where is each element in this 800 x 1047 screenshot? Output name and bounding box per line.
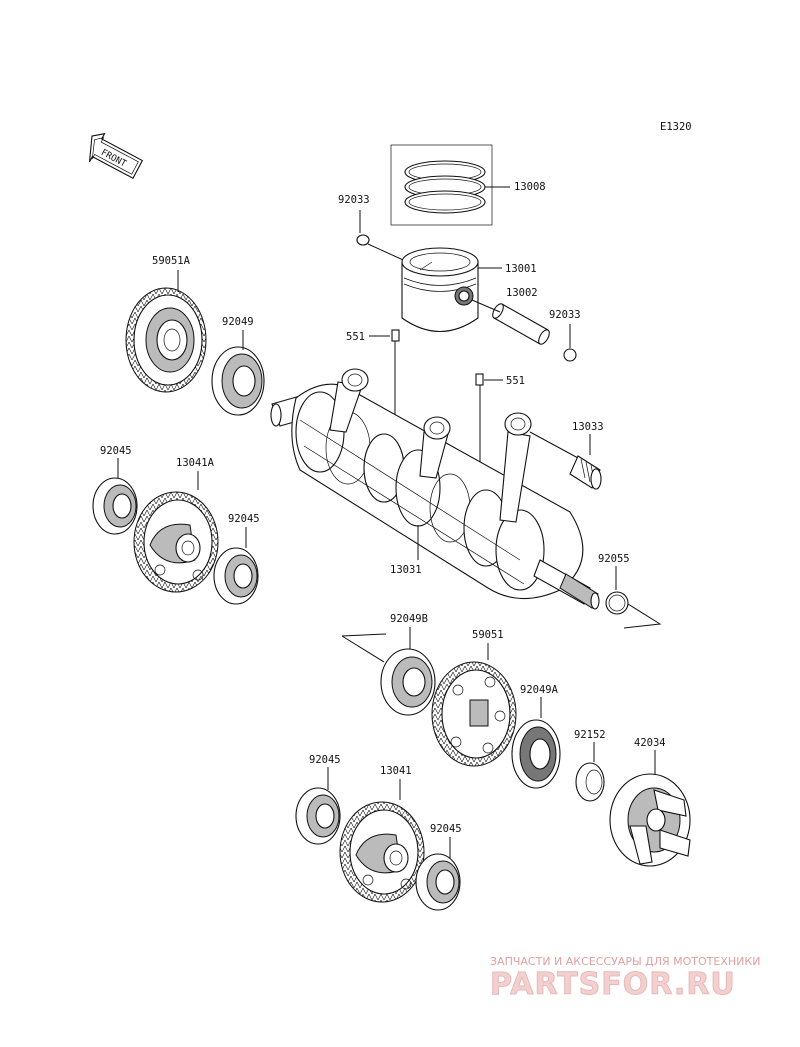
label-92049b: 92049B bbox=[390, 613, 428, 625]
label-92055: 92055 bbox=[598, 553, 630, 565]
label-42034: 42034 bbox=[634, 737, 666, 749]
label-13001: 13001 bbox=[505, 263, 537, 275]
oil-seal-92049a bbox=[511, 719, 561, 789]
piston-pin bbox=[492, 303, 550, 345]
label-92152: 92152 bbox=[574, 729, 606, 741]
dowel-pin-551-top bbox=[391, 329, 400, 342]
front-arrow-icon: FRONT bbox=[88, 132, 144, 179]
label-92045-c: 92045 bbox=[309, 754, 341, 766]
label-59051: 59051 bbox=[472, 629, 504, 641]
watermark-brand: PARTSFOR.RU bbox=[490, 967, 736, 1002]
label-59051a: 59051A bbox=[152, 255, 191, 267]
label-551-top: 551 bbox=[346, 331, 365, 343]
label-13041a: 13041A bbox=[176, 457, 215, 469]
piston bbox=[401, 247, 479, 333]
balancer-gear-13041a bbox=[133, 491, 219, 593]
label-13002: 13002 bbox=[506, 287, 538, 299]
label-92045-a: 92045 bbox=[100, 445, 132, 457]
needle-bearing-13033 bbox=[569, 455, 602, 490]
label-92049: 92049 bbox=[222, 316, 254, 328]
label-551-right: 551 bbox=[506, 375, 525, 387]
coupling-42034 bbox=[609, 773, 691, 867]
clip-92033-right bbox=[563, 348, 577, 362]
label-13041: 13041 bbox=[380, 765, 412, 777]
label-92033-right: 92033 bbox=[549, 309, 581, 321]
bearing-92045-b bbox=[213, 547, 259, 605]
bearing-92045-d bbox=[415, 853, 461, 911]
piston-ring-set bbox=[390, 144, 510, 226]
crankshaft bbox=[270, 368, 600, 610]
label-13008: 13008 bbox=[514, 181, 546, 193]
label-92045-b: 92045 bbox=[228, 513, 260, 525]
oil-seal-92049b bbox=[380, 648, 436, 716]
label-92045-d: 92045 bbox=[430, 823, 462, 835]
balancer-gear-13041 bbox=[339, 801, 425, 903]
clip-92033-top bbox=[356, 234, 370, 246]
bearing-92045-a bbox=[92, 477, 138, 535]
gear-59051 bbox=[431, 661, 517, 767]
label-13031: 13031 bbox=[390, 564, 422, 576]
collar-92152 bbox=[575, 762, 605, 802]
gear-59051a bbox=[125, 287, 207, 393]
dowel-pin-551-right bbox=[475, 373, 484, 386]
oil-seal-92049 bbox=[211, 346, 265, 416]
bearing-92045-c bbox=[295, 787, 341, 845]
watermark-tagline: ЗАПЧАСТИ И АКСЕССУАРЫ ДЛЯ МОТОТЕХНИКИ bbox=[490, 955, 760, 968]
diagram-code: E1320 bbox=[660, 121, 692, 133]
label-92049a: 92049A bbox=[520, 684, 559, 696]
label-13033: 13033 bbox=[572, 421, 604, 433]
label-92033-top: 92033 bbox=[338, 194, 370, 206]
